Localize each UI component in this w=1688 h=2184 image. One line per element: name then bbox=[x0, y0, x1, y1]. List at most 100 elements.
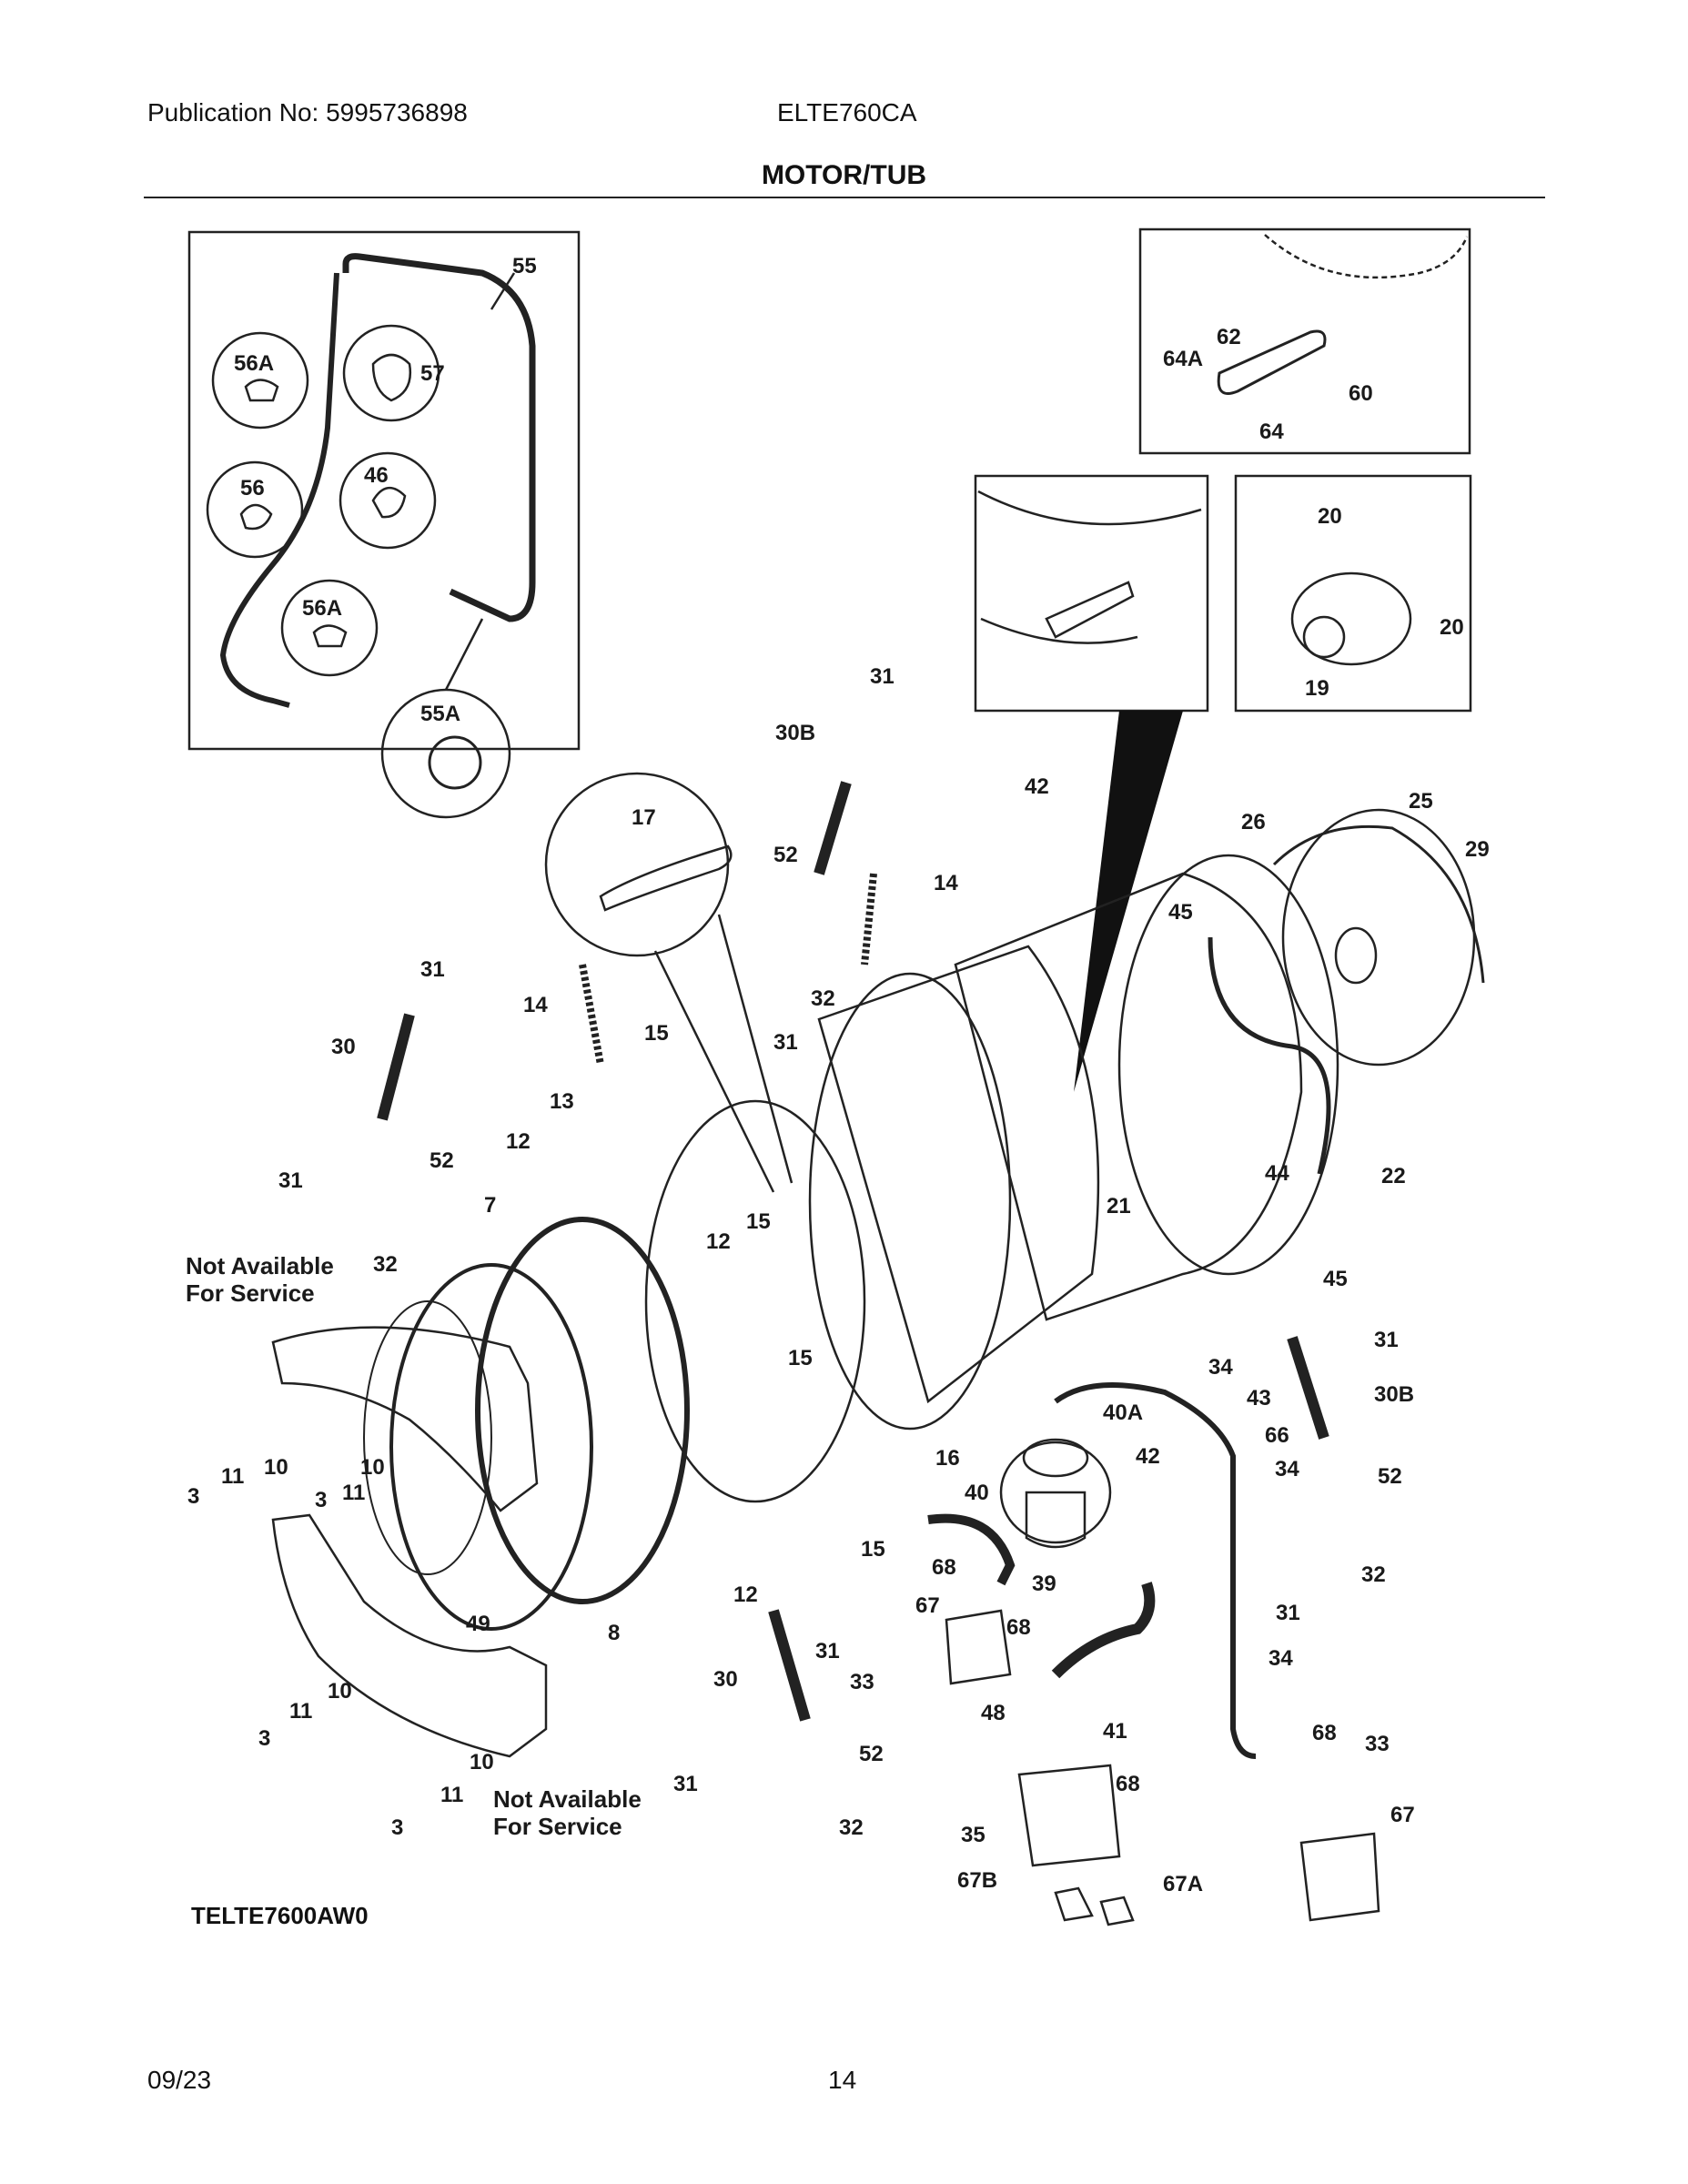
bearing-shaft bbox=[1045, 581, 1135, 639]
callout-circle-57 bbox=[342, 324, 440, 422]
callout-34: 34 bbox=[1208, 1355, 1233, 1380]
pump-67-right bbox=[1299, 1832, 1380, 1922]
callout-49: 49 bbox=[466, 1612, 490, 1636]
tub-outline-sketch bbox=[1264, 234, 1469, 279]
callout-68: 68 bbox=[1006, 1615, 1031, 1640]
not-available-note: For Service bbox=[493, 1813, 622, 1840]
heater-element bbox=[1217, 329, 1327, 395]
callout-11: 11 bbox=[221, 1464, 244, 1489]
callout-16: 16 bbox=[935, 1446, 960, 1471]
spring-14-left bbox=[579, 964, 604, 1066]
callout-19: 19 bbox=[1305, 676, 1329, 701]
shock-30B-top bbox=[814, 781, 852, 875]
filter-40A-cap bbox=[1022, 1438, 1089, 1478]
pump-67-upper bbox=[945, 1609, 1012, 1685]
door-seal bbox=[389, 1263, 593, 1631]
callout-31: 31 bbox=[870, 664, 895, 689]
callout-circle-56A-bot bbox=[280, 579, 379, 677]
callout-52: 52 bbox=[1378, 1464, 1402, 1489]
callout-46: 46 bbox=[364, 463, 389, 488]
spring-14-right bbox=[861, 873, 877, 966]
model-number: ELTE760CA bbox=[777, 98, 917, 126]
callout-64A: 64A bbox=[1163, 347, 1203, 371]
callout-32: 32 bbox=[1361, 1562, 1386, 1587]
callout-40A: 40A bbox=[1103, 1400, 1143, 1425]
callout-30: 30 bbox=[713, 1667, 738, 1692]
callout-31: 31 bbox=[420, 957, 445, 982]
not-available-note: Not Available bbox=[493, 1785, 642, 1813]
callout-35: 35 bbox=[961, 1823, 986, 1847]
callout-32: 32 bbox=[373, 1252, 398, 1277]
callout-8: 8 bbox=[608, 1621, 620, 1645]
callout-3: 3 bbox=[315, 1488, 327, 1512]
callout-25: 25 bbox=[1409, 789, 1433, 814]
pulley-hub bbox=[1334, 926, 1378, 985]
callout-3: 3 bbox=[187, 1484, 199, 1509]
callout-7: 7 bbox=[484, 1193, 496, 1218]
lower-counterweight bbox=[271, 1513, 548, 1758]
shock-30B-right bbox=[1287, 1336, 1329, 1440]
pump-connector-67B bbox=[1054, 1886, 1094, 1922]
callout-15: 15 bbox=[788, 1346, 813, 1370]
callout-44: 44 bbox=[1265, 1161, 1289, 1186]
callout-55A: 55A bbox=[420, 702, 460, 726]
callout-10: 10 bbox=[264, 1455, 288, 1480]
front-gasket bbox=[475, 1217, 690, 1604]
callout-26: 26 bbox=[1241, 810, 1266, 834]
callout-68: 68 bbox=[932, 1555, 956, 1580]
callout-42: 42 bbox=[1136, 1444, 1160, 1469]
shock-30-left bbox=[377, 1013, 415, 1121]
part-17-handle bbox=[599, 844, 733, 912]
page-number: 14 bbox=[828, 2066, 857, 2094]
publication-number: Publication No: 5995736898 bbox=[147, 98, 468, 126]
clip-56A-bot bbox=[312, 624, 348, 648]
hose-41 bbox=[1051, 1582, 1156, 1679]
callout-11: 11 bbox=[440, 1783, 463, 1807]
callout-45: 45 bbox=[1323, 1267, 1348, 1291]
not-available-note: Not Available bbox=[186, 1252, 334, 1279]
motor-body bbox=[1290, 571, 1412, 666]
callout-30: 30 bbox=[331, 1035, 356, 1059]
callout-circle-46 bbox=[339, 451, 437, 550]
callout-31: 31 bbox=[1374, 1328, 1399, 1352]
callout-circle-56 bbox=[206, 460, 304, 559]
leader-55A bbox=[444, 618, 484, 691]
shock-30-bottom bbox=[768, 1609, 811, 1722]
front-counterweight bbox=[271, 1326, 539, 1512]
callout-10: 10 bbox=[360, 1455, 385, 1480]
leader-17b bbox=[717, 914, 793, 1184]
hose-44 bbox=[1208, 936, 1331, 1175]
callout-12: 12 bbox=[706, 1229, 731, 1254]
callout-20: 20 bbox=[1318, 504, 1342, 529]
callout-30B: 30B bbox=[775, 721, 815, 745]
callout-40: 40 bbox=[965, 1481, 989, 1505]
callout-68: 68 bbox=[1312, 1721, 1337, 1745]
callout-oval-40 bbox=[999, 1441, 1112, 1544]
callout-31: 31 bbox=[773, 1030, 798, 1055]
callout-31: 31 bbox=[673, 1772, 698, 1796]
callout-52: 52 bbox=[430, 1148, 454, 1173]
callout-circle-56A-top bbox=[211, 331, 309, 430]
callout-31: 31 bbox=[278, 1168, 303, 1193]
callout-17: 17 bbox=[632, 805, 656, 830]
callout-39: 39 bbox=[1032, 1572, 1056, 1596]
callout-67: 67 bbox=[1390, 1803, 1415, 1827]
callout-62: 62 bbox=[1217, 325, 1241, 349]
callout-14: 14 bbox=[934, 871, 958, 895]
callout-12: 12 bbox=[733, 1582, 758, 1607]
belt-26 bbox=[1272, 824, 1485, 984]
tub-front-ring bbox=[644, 1099, 866, 1503]
callout-56: 56 bbox=[240, 476, 265, 500]
callout-67: 67 bbox=[915, 1593, 940, 1618]
drum-rim bbox=[808, 972, 1012, 1431]
callout-42: 42 bbox=[1025, 774, 1049, 799]
leader-17a bbox=[653, 950, 775, 1193]
harness-wire-lower bbox=[219, 272, 339, 708]
callout-21: 21 bbox=[1107, 1194, 1131, 1218]
callout-32: 32 bbox=[839, 1815, 864, 1840]
bearing-tub-sketch bbox=[977, 490, 1202, 644]
drum-body bbox=[817, 945, 1100, 1404]
inset-box-harness bbox=[187, 230, 581, 751]
callout-30B: 30B bbox=[1374, 1382, 1414, 1407]
callout-67B: 67B bbox=[957, 1868, 997, 1893]
